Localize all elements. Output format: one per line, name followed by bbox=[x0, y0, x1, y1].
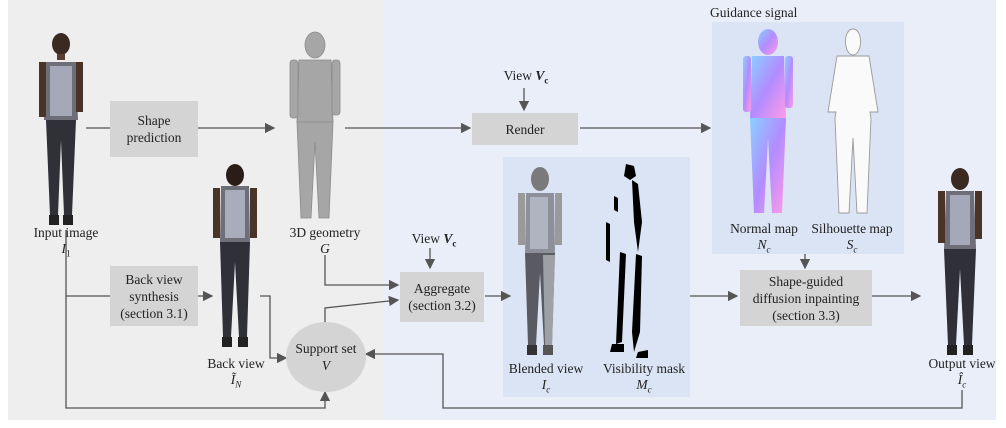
aggregate-box: Aggregate (section 3.2) bbox=[400, 272, 484, 322]
render-box: Render bbox=[472, 113, 578, 145]
view-render-label: View Vc bbox=[503, 68, 549, 86]
blended-view-label: Blended view Ic bbox=[508, 361, 584, 395]
silhouette-map-image bbox=[827, 28, 879, 214]
render-label: Render bbox=[505, 121, 545, 137]
visibility-mask-image bbox=[606, 164, 648, 358]
shape-prediction-line2: prediction bbox=[126, 130, 182, 145]
view-aggregate-label: View Vc bbox=[411, 231, 457, 249]
back-view-person-image bbox=[213, 164, 257, 347]
inpainting-line2: diffusion inpainting bbox=[752, 290, 860, 306]
shape-prediction-box: Shape prediction bbox=[110, 101, 198, 157]
guidance-signal-label: Guidance signal bbox=[710, 5, 798, 20]
input-person-image bbox=[39, 33, 83, 225]
inpainting-line1: Shape-guided bbox=[768, 273, 844, 289]
silhouette-map-label: Silhouette map Sc bbox=[811, 221, 893, 255]
visibility-mask-label: Visibility mask Mc bbox=[602, 361, 686, 395]
back-view-synthesis-line3: (section 3.1) bbox=[120, 305, 188, 321]
aggregate-line2: (section 3.2) bbox=[408, 298, 476, 313]
inpainting-line3: (section 3.3) bbox=[772, 307, 840, 323]
back-view-synthesis-line2: synthesis bbox=[129, 288, 179, 304]
support-set-symbol: V bbox=[321, 358, 331, 373]
right-panel bbox=[384, 0, 996, 420]
shape-prediction-line1: Shape bbox=[137, 113, 171, 128]
blended-view-image bbox=[518, 167, 562, 355]
normal-map-image bbox=[743, 29, 793, 213]
support-set-node: Support set V bbox=[286, 322, 366, 392]
output-view-label: Output view Îc bbox=[928, 356, 996, 390]
geometry-label: 3D geometry G bbox=[289, 225, 361, 256]
support-set-label: Support set bbox=[295, 341, 357, 356]
back-view-label: Back view ĨN bbox=[207, 356, 265, 390]
back-view-synthesis-line1: Back view bbox=[125, 271, 183, 287]
output-view-image bbox=[938, 168, 982, 355]
normal-map-label: Normal map Nc bbox=[730, 221, 798, 255]
input-image-label: Input image I1 bbox=[33, 225, 99, 259]
aggregate-line1: Aggregate bbox=[413, 281, 471, 296]
3d-geometry-mesh bbox=[289, 31, 341, 219]
